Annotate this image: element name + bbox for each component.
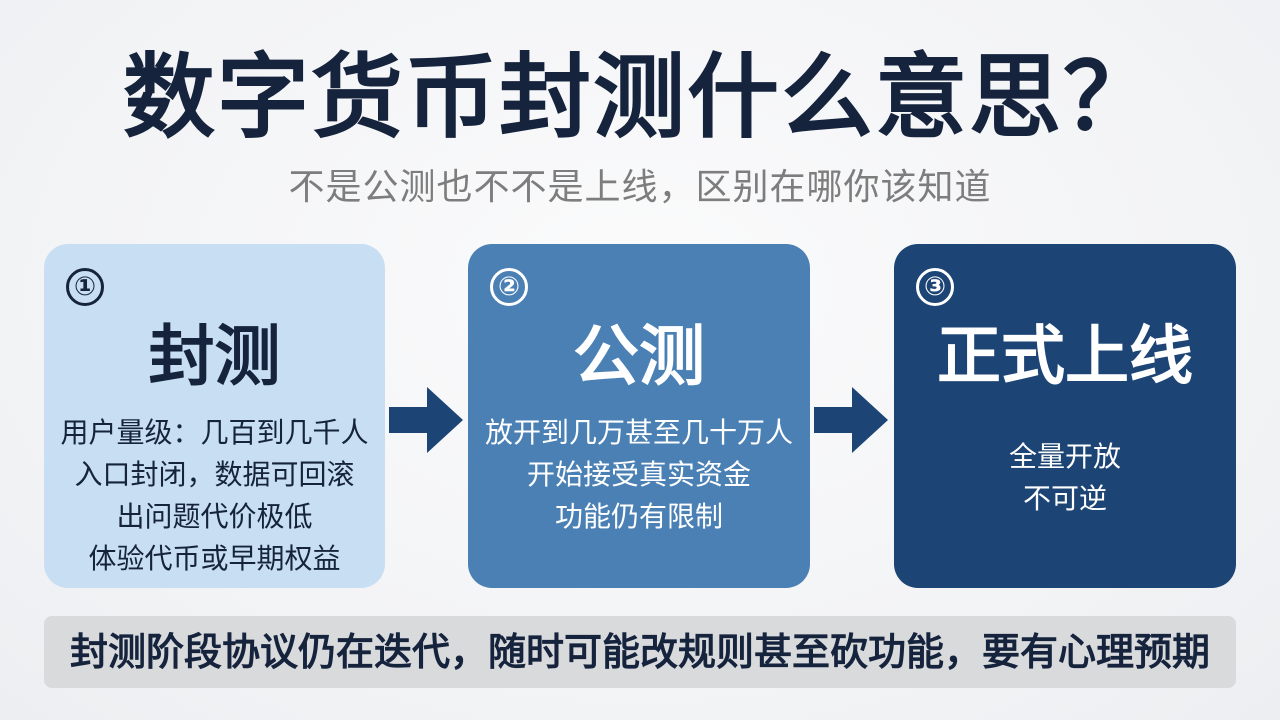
stage-number-badge: ② xyxy=(490,268,528,306)
stage-card-launch: ③ 正式上线 全量开放 不可逆 xyxy=(894,244,1236,588)
stage-description-line: 用户量级：几百到几千人 xyxy=(60,416,369,449)
stage-description-line: 功能仍有限制 xyxy=(554,500,723,533)
stage-title: 正式上线 xyxy=(937,320,1193,394)
stage-number-badge: ③ xyxy=(916,268,954,306)
stage-description-line: 不可逆 xyxy=(1022,482,1107,515)
stage-card-open-beta: ② 公测 放开到几万甚至几十万人 开始接受真实资金 功能仍有限制 xyxy=(468,244,810,588)
arrow-right-icon xyxy=(389,387,463,453)
stage-description-line: 体验代币或早期权益 xyxy=(88,542,341,575)
stage-number-badge: ① xyxy=(66,268,104,306)
stage-description: 放开到几万甚至几十万人 开始接受真实资金 功能仍有限制 xyxy=(468,412,810,538)
stage-title: 封测 xyxy=(148,318,281,395)
page-title: 数字货币封测什么意思？ xyxy=(122,44,1157,151)
arrow-right-icon xyxy=(814,387,888,453)
warning-banner-text: 封测阶段协议仍在迭代，随时可能改规则甚至砍功能，要有心理预期 xyxy=(69,630,1210,674)
stage-description-line: 放开到几万甚至几十万人 xyxy=(484,416,793,449)
stage-title: 公测 xyxy=(573,318,705,395)
stage-card-closed-beta: ① 封测 用户量级：几百到几千人 入口封闭，数据可回滚 出问题代价极低 体验代币… xyxy=(44,244,385,588)
stage-description-line: 开始接受真实资金 xyxy=(526,458,751,491)
stage-description-line: 出问题代价极低 xyxy=(116,500,313,533)
stage-description-line: 全量开放 xyxy=(1008,440,1121,473)
warning-banner: 封测阶段协议仍在迭代，随时可能改规则甚至砍功能，要有心理预期 xyxy=(44,616,1236,688)
stage-description-line: 入口封闭，数据可回滚 xyxy=(74,458,355,491)
stage-description: 全量开放 不可逆 xyxy=(894,436,1236,520)
stage-description: 用户量级：几百到几千人 入口封闭，数据可回滚 出问题代价极低 体验代币或早期权益 xyxy=(44,412,385,580)
page-subtitle: 不是公测也不不是上线，区别在哪你该知道 xyxy=(288,167,992,208)
